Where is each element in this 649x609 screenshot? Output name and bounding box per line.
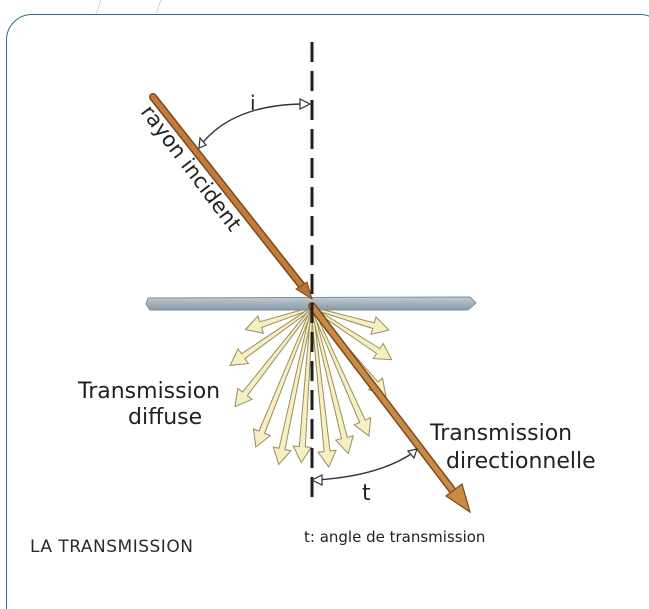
diffuse-arrow	[234, 306, 314, 408]
diagram-title: LA TRANSMISSION	[30, 537, 194, 557]
incident-ray-arrow	[149, 93, 313, 301]
rounded-frame	[6, 14, 649, 609]
angle-incidence-label: i	[250, 91, 256, 115]
diffuse-arrow	[252, 306, 314, 449]
diffuse-arrow	[310, 307, 354, 455]
diffuse-arrow	[292, 307, 314, 464]
directional-label-line2: directionnelle	[446, 449, 596, 474]
diffuse-arrow	[310, 306, 372, 437]
diffuse-arrow	[310, 307, 337, 469]
diffuse-arrow	[310, 306, 393, 361]
transmission-angle-caption: t: angle de transmission	[304, 528, 485, 546]
diffuse-arrow	[272, 307, 314, 466]
angle-transmission-label: t	[362, 481, 371, 506]
diffuse-label-line2: diffuse	[128, 405, 202, 430]
diffuse-label-line1: Transmission	[77, 379, 220, 404]
directional-transmission-arrow	[308, 302, 472, 514]
diffuse-transmission-arrows	[229, 306, 393, 469]
angle-transmission-arc	[310, 448, 418, 486]
directional-label-line1: Transmission	[429, 421, 572, 446]
angle-incidence-arc	[198, 98, 312, 149]
diffuse-arrow	[229, 306, 314, 366]
